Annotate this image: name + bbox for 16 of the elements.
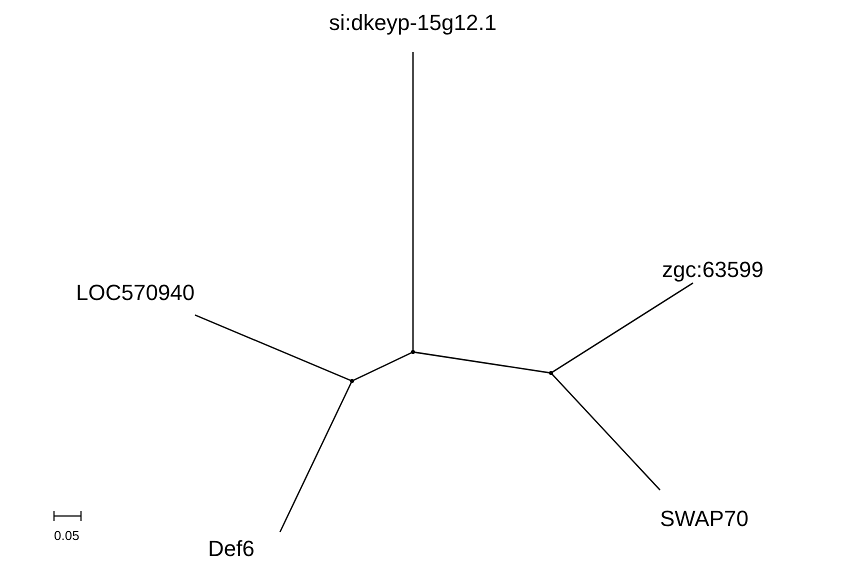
leaf-label: zgc:63599 <box>662 257 764 283</box>
tree-branch <box>194 314 352 382</box>
scale-label: 0.05 <box>54 528 80 543</box>
tree-branch <box>412 52 414 352</box>
branch-point <box>549 371 553 375</box>
tree-branch <box>279 380 353 532</box>
branch-point <box>350 379 354 383</box>
leaf-label: Def6 <box>208 532 254 562</box>
tree-branch <box>550 282 694 374</box>
leaf-label: si:dkeyp-15g12.1 <box>329 6 497 52</box>
tree-branch <box>352 351 414 382</box>
tree-branch <box>412 351 552 374</box>
tree-branch <box>550 372 661 490</box>
leaf-label: SWAP70 <box>660 490 748 532</box>
branch-point <box>411 350 415 354</box>
leaf-label: LOC570940 <box>76 280 195 315</box>
